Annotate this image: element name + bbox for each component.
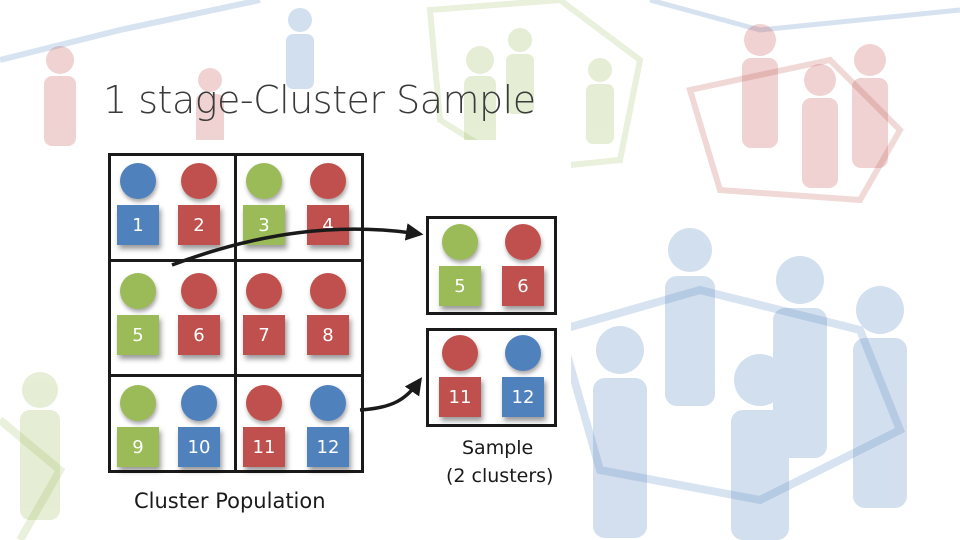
person-figure: 11	[240, 385, 288, 469]
person-number: 8	[307, 315, 349, 355]
person-number: 7	[243, 315, 285, 355]
person-figure: 9	[114, 385, 162, 469]
person-head	[442, 335, 478, 371]
person-figure: 11	[436, 335, 484, 419]
person-number: 12	[502, 377, 544, 417]
person-number: 5	[117, 315, 159, 355]
person-figure: 1	[114, 163, 162, 247]
person-number: 2	[178, 205, 220, 245]
person-figure: 10	[175, 385, 223, 469]
person-head	[181, 273, 217, 309]
grid-divider	[234, 156, 237, 470]
person-figure: 3	[240, 163, 288, 247]
person-number: 11	[243, 427, 285, 467]
person-head	[310, 273, 346, 309]
person-head	[120, 273, 156, 309]
person-head	[505, 335, 541, 371]
sample-sublabel: (2 clusters)	[446, 465, 554, 487]
person-number: 10	[178, 427, 220, 467]
person-head	[246, 385, 282, 421]
person-figure: 12	[304, 385, 352, 469]
person-figure: 4	[304, 163, 352, 247]
person-head	[310, 163, 346, 199]
person-head	[246, 273, 282, 309]
person-figure: 6	[175, 273, 223, 357]
person-number: 9	[117, 427, 159, 467]
person-figure: 5	[114, 273, 162, 357]
person-head	[181, 163, 217, 199]
person-head	[505, 224, 541, 260]
slide-title: 1 stage-Cluster Sample	[103, 78, 536, 122]
person-figure: 12	[499, 335, 547, 419]
person-figure: 6	[499, 224, 547, 308]
person-figure: 7	[240, 273, 288, 357]
population-label: Cluster Population	[134, 489, 326, 513]
person-figure: 2	[175, 163, 223, 247]
person-number: 3	[243, 205, 285, 245]
person-number: 6	[178, 315, 220, 355]
person-head	[246, 163, 282, 199]
person-head	[181, 385, 217, 421]
person-head	[442, 224, 478, 260]
person-figure: 5	[436, 224, 484, 308]
person-number: 5	[439, 266, 481, 306]
person-head	[120, 385, 156, 421]
grid-divider	[111, 259, 361, 262]
person-number: 1	[117, 205, 159, 245]
sample-label: Sample	[462, 437, 534, 459]
person-head	[310, 385, 346, 421]
person-number: 4	[307, 205, 349, 245]
person-number: 12	[307, 427, 349, 467]
person-head	[120, 163, 156, 199]
person-figure: 8	[304, 273, 352, 357]
person-number: 11	[439, 377, 481, 417]
grid-divider	[111, 374, 361, 377]
person-number: 6	[502, 266, 544, 306]
